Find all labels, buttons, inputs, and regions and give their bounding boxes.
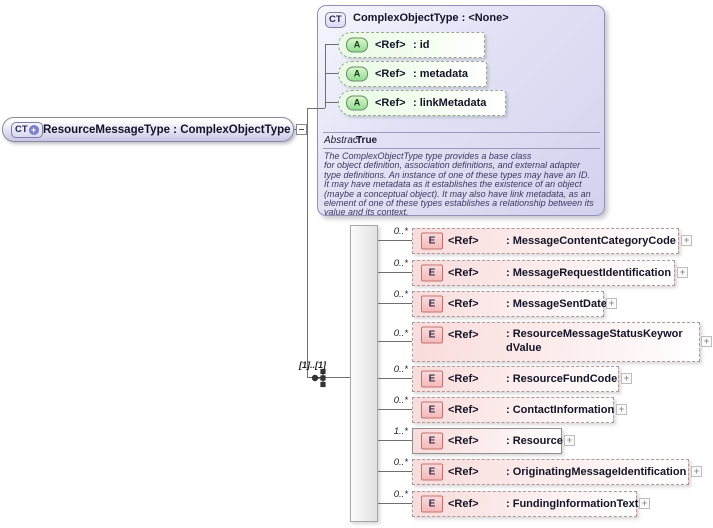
element-icon: E xyxy=(421,463,443,481)
element-ref: <Ref> xyxy=(448,267,479,279)
element-name: : MessageRequestIdentification xyxy=(506,267,672,279)
element-name: : ContactInformation xyxy=(506,404,615,416)
element-icon: E xyxy=(421,401,443,419)
divider xyxy=(323,132,600,133)
complex-type-icon-label: CT xyxy=(329,14,342,25)
cardinality-label: 0..* xyxy=(393,258,408,269)
element-icon: E xyxy=(421,326,443,344)
attribute-name: : linkMetadata xyxy=(413,97,487,109)
element-name: : Resource xyxy=(506,435,563,447)
type-documentation: The ComplexObjectType type provides a ba… xyxy=(324,151,594,218)
sequence-cardinality: [1]..[1] xyxy=(299,360,326,370)
attribute-name: : id xyxy=(413,39,430,51)
element-ref: <Ref> xyxy=(448,298,479,310)
cardinality-label: 1..* xyxy=(393,426,408,437)
element-ref: <Ref> xyxy=(448,404,479,416)
attribute-ref: <Ref> xyxy=(375,39,406,51)
base-type-title: ComplexObjectType : <None> xyxy=(353,12,509,24)
element-name: : OriginatingMessageIdentification xyxy=(506,466,687,478)
attribute-icon: A xyxy=(346,95,368,111)
attribute-box-linkmetadata[interactable]: A <Ref> : linkMetadata xyxy=(338,90,506,116)
attribute-ref: <Ref> xyxy=(375,68,406,80)
expand-button[interactable]: + xyxy=(677,267,688,278)
element-icon: E xyxy=(421,232,443,250)
element-name: : MessageSentDate xyxy=(506,298,607,310)
element-icon: E xyxy=(421,264,443,282)
element-icon: E xyxy=(421,370,443,388)
sequence-group-bar[interactable] xyxy=(350,225,378,522)
element-ref: <Ref> xyxy=(448,498,479,510)
cardinality-label: 0..* xyxy=(393,395,408,406)
collapse-handle-icon[interactable] xyxy=(296,124,307,135)
expand-button[interactable]: + xyxy=(621,373,632,384)
expand-button[interactable]: + xyxy=(616,404,627,415)
plus-icon: + xyxy=(28,124,39,135)
complex-type-icon: CT xyxy=(325,12,346,28)
main-type-box[interactable]: CT + ResourceMessageType : ComplexObject… xyxy=(2,117,294,142)
element-name: : FundingInformationText xyxy=(506,498,639,510)
element-icon: E xyxy=(421,495,443,513)
element-icon: E xyxy=(421,295,443,313)
attribute-box-metadata[interactable]: A <Ref> : metadata xyxy=(338,61,487,87)
expand-button[interactable]: + xyxy=(606,298,617,309)
element-box-messagesentdate[interactable]: E <Ref> : MessageSentDate xyxy=(412,291,607,317)
element-ref: <Ref> xyxy=(448,466,479,478)
element-ref: <Ref> xyxy=(448,329,479,341)
main-type-title: ResourceMessageType : ComplexObjectType xyxy=(43,123,291,136)
cardinality-label: 0..* xyxy=(393,457,408,468)
complex-type-plus-icon: CT + xyxy=(11,121,43,138)
complex-type-icon-label: CT xyxy=(15,123,28,135)
element-ref: <Ref> xyxy=(448,435,479,447)
element-name: : ResourceFundCode xyxy=(506,373,618,385)
expand-button[interactable]: + xyxy=(564,435,575,446)
element-box-fundinginformationtext[interactable]: E <Ref> : FundingInformationText xyxy=(412,491,639,517)
element-box-resource[interactable]: E <Ref> : Resource xyxy=(412,428,563,454)
element-ref: <Ref> xyxy=(448,373,479,385)
cardinality-label: 0..* xyxy=(393,328,408,339)
element-box-resourcefundcode[interactable]: E <Ref> : ResourceFundCode xyxy=(412,366,619,392)
element-icon: E xyxy=(421,432,443,450)
cardinality-label: 0..* xyxy=(393,289,408,300)
attribute-ref: <Ref> xyxy=(375,97,406,109)
abstract-property-value: True xyxy=(356,135,378,146)
expand-button[interactable]: + xyxy=(691,466,702,477)
divider xyxy=(323,148,600,149)
element-box-messagerequestidentification[interactable]: E <Ref> : MessageRequestIdentification xyxy=(412,260,675,286)
expand-button[interactable]: + xyxy=(701,336,712,347)
abstract-property-label: Abstract xyxy=(324,135,361,146)
sequence-icon[interactable] xyxy=(311,368,333,388)
cardinality-label: 0..* xyxy=(393,364,408,375)
element-box-originatingmessageidentification[interactable]: E <Ref> : OriginatingMessageIdentificati… xyxy=(412,459,689,485)
expand-button[interactable]: + xyxy=(639,498,650,509)
cardinality-label: 0..* xyxy=(393,489,408,500)
element-name: : ResourceMessageStatusKeywordValue xyxy=(506,328,683,354)
element-box-contactinformation[interactable]: E <Ref> : ContactInformation xyxy=(412,397,614,423)
attribute-icon: A xyxy=(346,66,368,82)
element-box-resourcemessagestatuskeywordvalue[interactable]: E <Ref> : ResourceMessageStatusKeywordVa… xyxy=(412,322,700,362)
element-box-messagecontentcategorycode[interactable]: E <Ref> : MessageContentCategoryCode xyxy=(412,228,679,254)
attribute-box-id[interactable]: A <Ref> : id xyxy=(338,32,485,58)
cardinality-label: 0..* xyxy=(393,226,408,237)
attribute-icon: A xyxy=(346,37,368,53)
expand-button[interactable]: + xyxy=(681,235,692,246)
element-name: : MessageContentCategoryCode xyxy=(506,235,676,247)
element-ref: <Ref> xyxy=(448,235,479,247)
attribute-name: : metadata xyxy=(413,68,469,80)
